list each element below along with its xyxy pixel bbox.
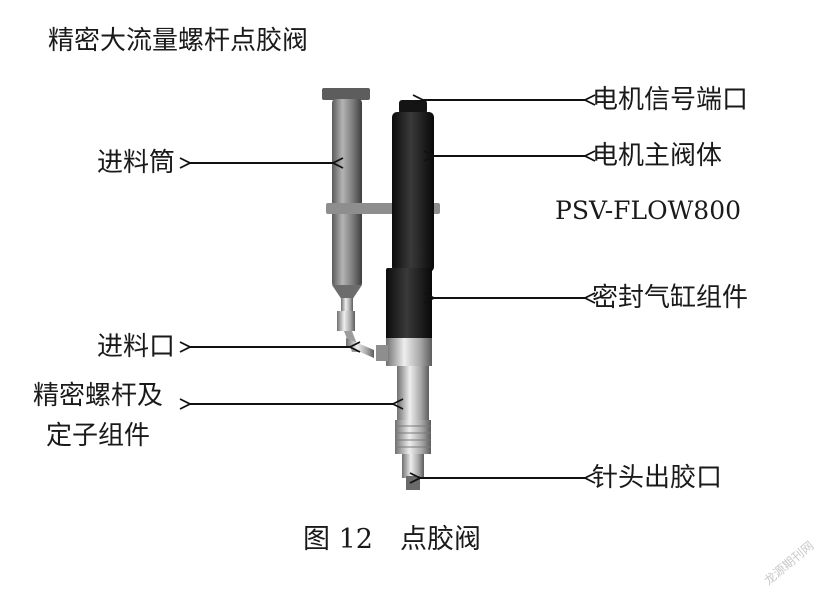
label-motor-signal-port: 电机信号端口 bbox=[592, 85, 749, 115]
label-model: PSV-FLOW800 bbox=[555, 196, 742, 225]
title: 精密大流量螺杆点胶阀 bbox=[48, 26, 309, 56]
label-seal-cylinder: 密封气缸组件 bbox=[592, 283, 749, 313]
feed-barrel-illustration bbox=[322, 88, 374, 358]
label-motor-main-body: 电机主阀体 bbox=[592, 141, 723, 171]
leader-arrows bbox=[190, 100, 585, 478]
figure-caption: 图 12 点胶阀 bbox=[303, 524, 481, 555]
diagram-canvas bbox=[0, 88, 835, 490]
label-feed-barrel: 进料筒 bbox=[97, 148, 176, 178]
screw-stator-illustration bbox=[395, 366, 431, 490]
label-screw-stator-line1: 精密螺杆及 bbox=[33, 381, 164, 411]
label-feed-inlet: 进料口 bbox=[97, 332, 176, 362]
label-screw-stator-line2: 定子组件 bbox=[46, 421, 151, 451]
label-needle-outlet: 针头出胶口 bbox=[592, 463, 723, 493]
motor-body-illustration bbox=[376, 100, 434, 366]
